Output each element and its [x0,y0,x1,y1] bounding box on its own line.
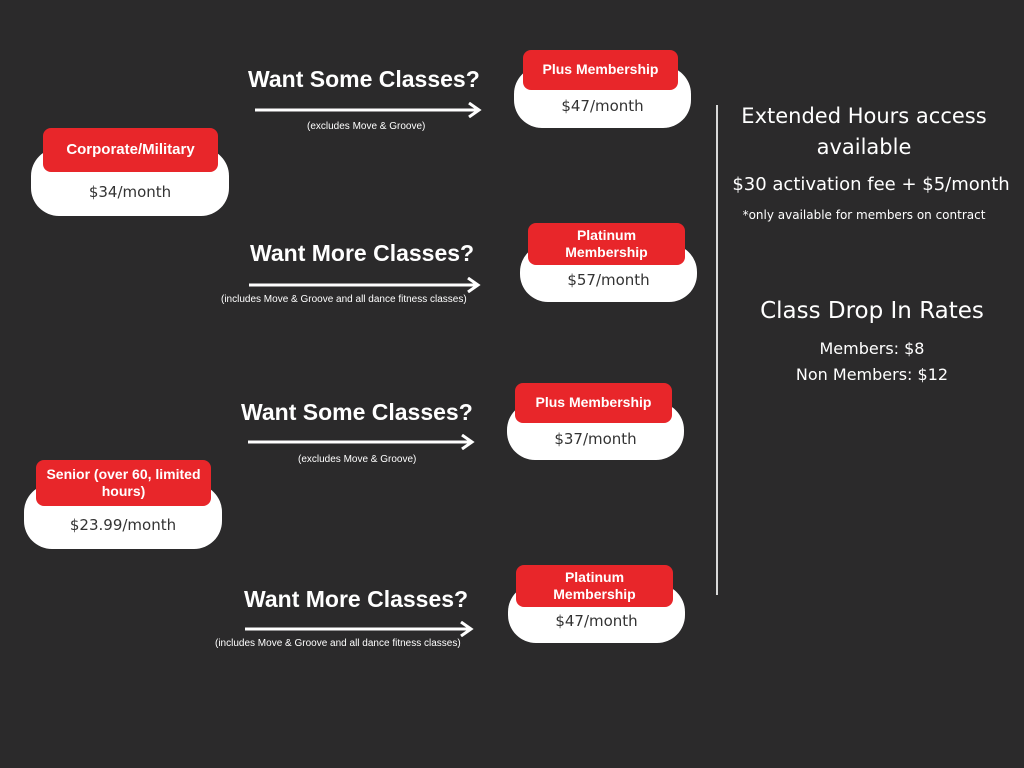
question-more-classes: Want More Classes? [250,240,475,266]
vertical-divider [716,105,718,595]
question-more-classes: Want More Classes? [244,586,469,612]
arrow-right-icon [249,277,481,293]
arrow-right-icon [248,434,475,450]
question-note: (includes Move & Groove and all dance fi… [221,294,467,305]
plan-price: $57/month [567,271,650,289]
senior-label-text: Senior (over 60, limited hours) [46,465,201,500]
corporate-military-label: Corporate/Military [43,128,218,172]
senior-price: $23.99/month [69,516,177,534]
question-some-classes: Want Some Classes? [248,66,480,92]
extended-hours-footnote: *only available for members on contract [742,208,986,222]
question-note: (includes Move & Groove and all dance fi… [215,638,461,649]
corporate-military-price: $34/month [88,183,172,201]
plan-price: $47/month [561,97,644,115]
plan-price: $37/month [554,430,637,448]
extended-hours-title: Extended Hours access [741,104,987,128]
extended-hours-fee: $30 activation fee + $5/month [732,174,1010,195]
plan-label-text: Platinum Membership [565,226,648,261]
plan-label: Plus Membership [515,383,672,423]
arrow-right-icon [245,621,474,637]
drop-in-members: Members: $8 [819,339,925,358]
plan-label: Platinum Membership [528,223,685,265]
question-note: (excludes Move & Groove) [307,121,426,132]
senior-label: Senior (over 60, limited hours) [36,460,211,506]
drop-in-non-members: Non Members: $12 [795,365,949,384]
plan-label-text: Platinum Membership [553,568,636,603]
plan-label: Platinum Membership [516,565,673,607]
arrow-right-icon [255,102,482,118]
plan-price: $47/month [555,612,638,630]
extended-hours-title-line2: available [816,135,912,159]
question-note: (excludes Move & Groove) [298,454,417,465]
drop-in-title: Class Drop In Rates [760,298,984,324]
question-some-classes: Want Some Classes? [241,399,473,425]
plan-label: Plus Membership [523,50,678,90]
